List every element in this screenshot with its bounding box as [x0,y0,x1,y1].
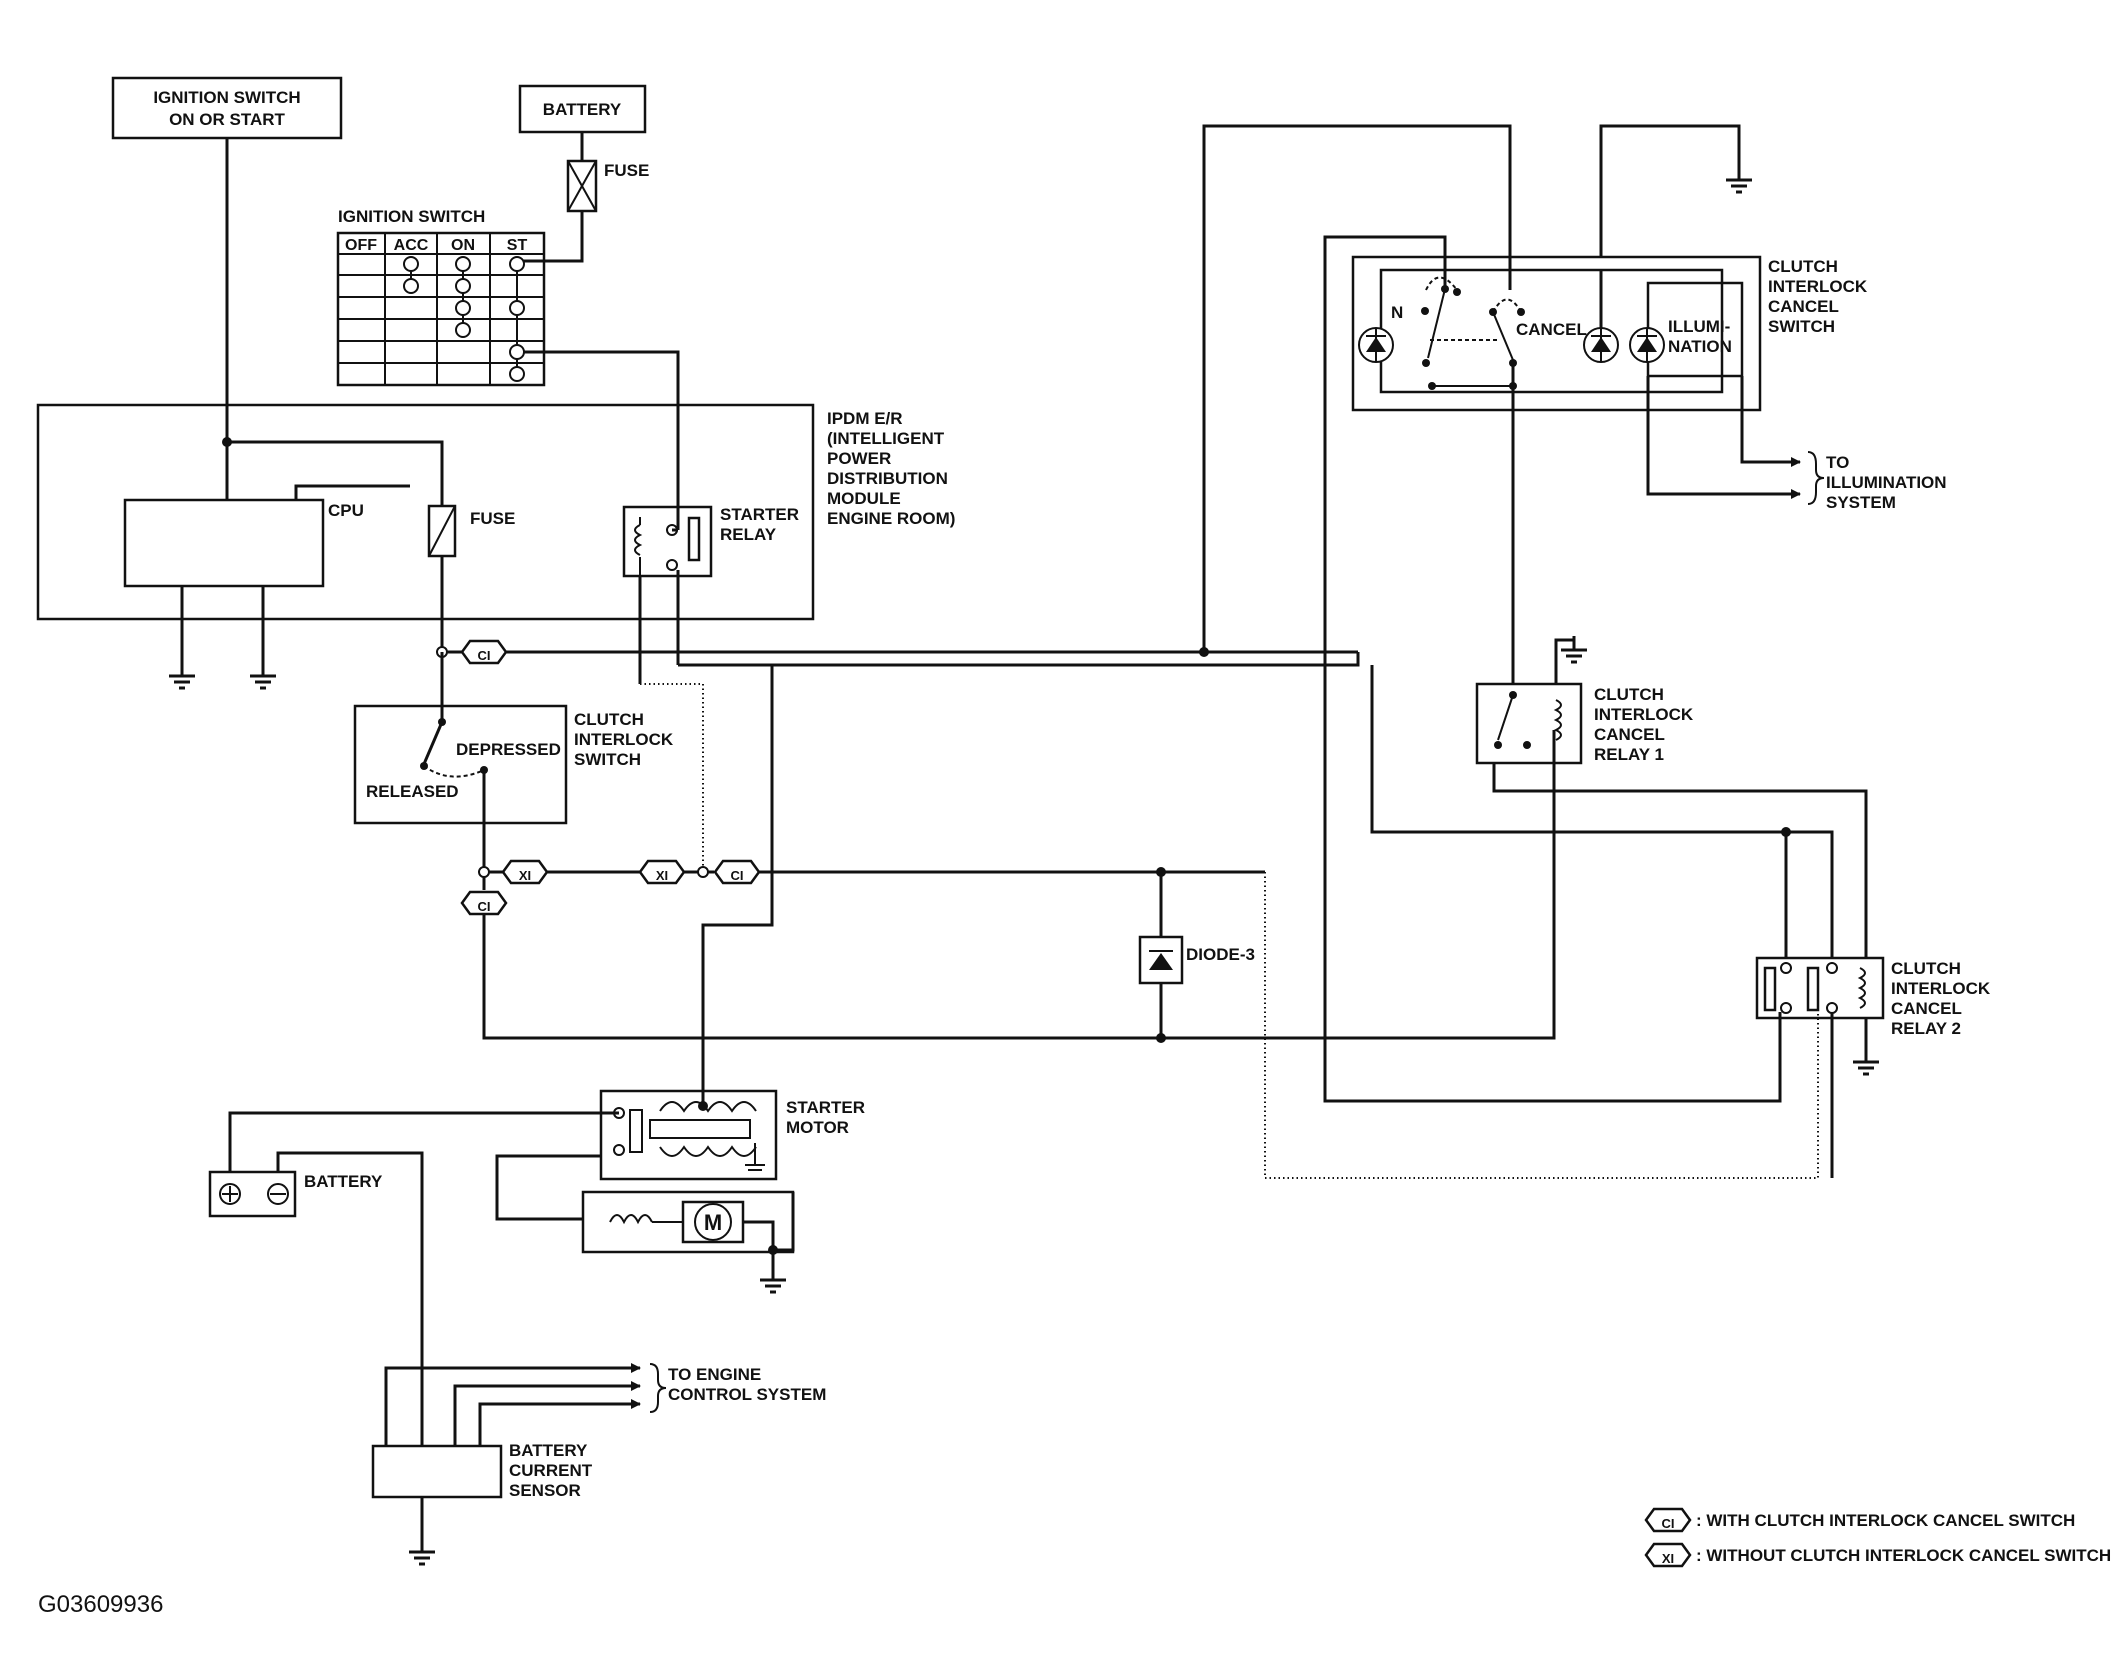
cics-label-4: SWITCH [1768,317,1835,336]
ign-on-start-line1: IGNITION SWITCH [153,88,300,107]
fuse-top-label: FUSE [604,161,649,180]
ground-icon [758,1264,788,1294]
cpu-label: CPU [328,501,364,520]
diode-3 [1138,935,1184,985]
ign-col-on: ON [451,237,475,254]
to-illumination-label-2: ILLUMINATION [1826,473,1947,492]
diagram-code: G03609936 [38,1591,163,1618]
fuse-top-icon [566,159,598,213]
ground-icon [407,1536,437,1566]
relay2-label-1: CLUTCH [1891,959,1961,978]
ground-icon [1851,1046,1881,1076]
relay2-label-2: INTERLOCK [1891,979,1991,998]
battery-top-block: BATTERY [518,84,647,134]
ignition-switch-title: IGNITION SWITCH [338,207,485,226]
ci-tag-label: CI [478,899,491,914]
relay1-label-1: CLUTCH [1594,685,1664,704]
ground-icon [1724,164,1754,194]
xi-tag-label: XI [656,868,668,883]
ign-on-start-line2: ON OR START [169,110,285,129]
starter-relay-label-2: RELAY [720,525,777,544]
ipdm-er-module [36,403,815,621]
relay2-label-3: CANCEL [1891,999,1962,1018]
starter-motor [599,1089,778,1181]
xi-tag-label: XI [519,868,531,883]
ipdm-label-2: (INTELLIGENT [827,429,945,448]
engine-control-label-2: CONTROL SYSTEM [668,1385,826,1404]
illumination-led [1629,281,1744,378]
battery-top-label: BATTERY [543,100,622,119]
relay2-label-4: RELAY 2 [1891,1019,1961,1038]
relay1-label-4: RELAY 1 [1594,745,1664,764]
ign-col-acc: ACC [394,237,429,254]
relay1-label-2: INTERLOCK [1594,705,1694,724]
clutch-interlock-cancel-relay-2 [1755,956,1885,1020]
starter-relay-label-1: STARTER [720,505,799,524]
ipdm-label-3: POWER [827,449,891,468]
battery-bottom-label: BATTERY [304,1172,383,1191]
indicator-led-n [1358,327,1394,363]
legend-xi-text: : WITHOUT CLUTCH INTERLOCK CANCEL SWITCH [1696,1546,2111,1565]
to-illumination-label-1: TO [1826,453,1849,472]
cics-label-3: CANCEL [1768,297,1839,316]
ign-col-off: OFF [345,237,377,254]
bcs-label-1: BATTERY [509,1441,588,1460]
ignition-switch-table: OFF ACC ON ST [336,231,546,387]
ci-tag-label: CI [731,868,744,883]
bcs-label-2: CURRENT [509,1461,593,1480]
battery-bottom [208,1170,297,1218]
illumination-label-1: ILLUMI- [1668,317,1730,336]
clutch-switch-label-1: CLUTCH [574,710,644,729]
ign-col-st: ST [507,237,528,254]
engine-control-label-1: TO ENGINE [668,1365,761,1384]
legend: CI : WITH CLUTCH INTERLOCK CANCEL SWITCH… [1644,1507,2111,1568]
starter-motor-label-2: MOTOR [786,1118,849,1137]
battery-current-sensor [371,1444,503,1499]
to-illumination-label-3: SYSTEM [1826,493,1896,512]
relay1-label-3: CANCEL [1594,725,1665,744]
indicator-led-cancel [1583,327,1619,363]
legend-ci-text: : WITH CLUTCH INTERLOCK CANCEL SWITCH [1696,1511,2075,1530]
diode3-label: DIODE-3 [1186,945,1255,964]
ipdm-label-6: ENGINE ROOM) [827,509,955,528]
ground-icon [167,660,197,690]
n-label: N [1391,303,1403,322]
ground-icon [248,660,278,690]
motor-m-label: M [704,1210,722,1235]
cpu-block [123,498,325,588]
ipdm-label-5: MODULE [827,489,901,508]
illumination-label-2: NATION [1668,337,1732,356]
ipdm-fuse-label: FUSE [470,509,515,528]
bcs-label-3: SENSOR [509,1481,581,1500]
starter-relay [622,505,713,578]
clutch-interlock-switch [353,704,568,825]
clutch-switch-label-2: INTERLOCK [574,730,674,749]
ipdm-fuse-icon [427,504,457,558]
ci-tag-label: CI [478,648,491,663]
legend-xi-code: XI [1662,1551,1674,1566]
ipdm-label-4: DISTRIBUTION [827,469,948,488]
ignition-on-start-block: IGNITION SWITCH ON OR START [111,76,343,140]
clutch-interlock-cancel-relay-1 [1475,682,1583,765]
released-label: RELEASED [366,782,459,801]
legend-ci-code: CI [1662,1516,1675,1531]
depressed-label: DEPRESSED [456,740,561,759]
cics-label-1: CLUTCH [1768,257,1838,276]
starter-motor-label-1: STARTER [786,1098,865,1117]
clutch-switch-label-3: SWITCH [574,750,641,769]
cancel-label: CANCEL [1516,320,1587,339]
cics-label-2: INTERLOCK [1768,277,1868,296]
ipdm-label-1: IPDM E/R [827,409,903,428]
